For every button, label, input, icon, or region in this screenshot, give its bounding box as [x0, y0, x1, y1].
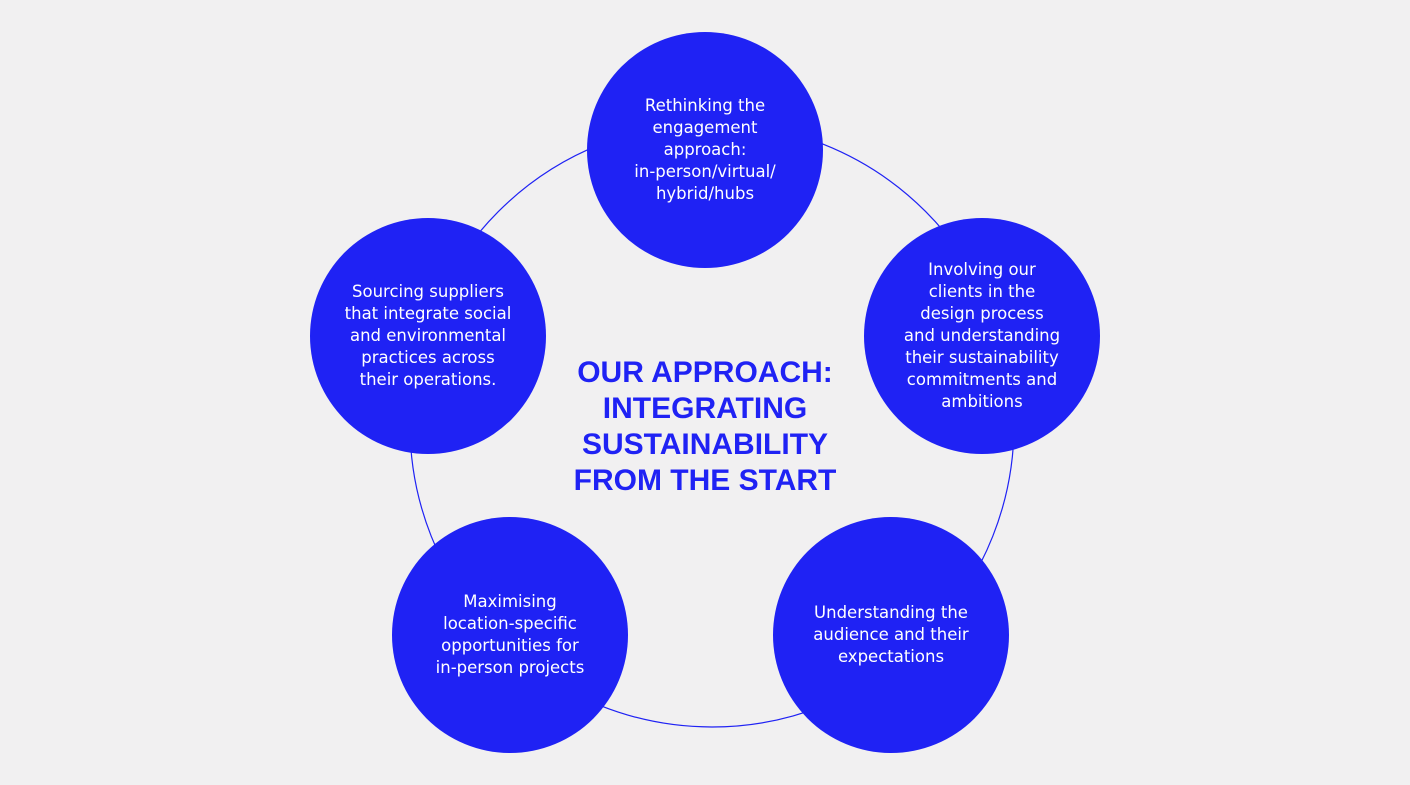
- node-location-opportunities-text: Maximising location-specific opportuniti…: [435, 592, 585, 677]
- node-engagement-approach-text: Rethinking the engagement approach: in-p…: [634, 96, 776, 203]
- node-sourcing-suppliers: Sourcing suppliers that integrate social…: [310, 218, 546, 454]
- node-location-opportunities: Maximising location-specific opportuniti…: [392, 517, 628, 753]
- node-client-involvement-text: Involving our clients in the design proc…: [903, 260, 1061, 411]
- center-title: OUR APPROACH: INTEGRATING SUSTAINABILITY…: [573, 356, 837, 497]
- node-engagement-approach: Rethinking the engagement approach: in-p…: [587, 32, 823, 268]
- node-client-involvement: Involving our clients in the design proc…: [864, 218, 1100, 454]
- node-audience-understanding-text: Understanding the audience and their exp…: [813, 603, 969, 666]
- node-audience-understanding: Understanding the audience and their exp…: [773, 517, 1009, 753]
- node-sourcing-suppliers-text: Sourcing suppliers that integrate social…: [344, 282, 512, 389]
